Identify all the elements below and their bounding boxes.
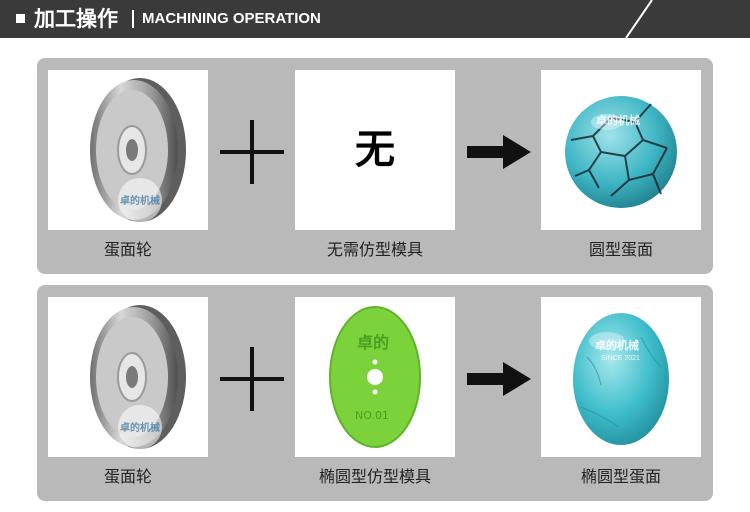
watermark-text: 卓的机械 [120,196,160,207]
mold-image-card: 无 [295,70,455,230]
result-image-card: 卓的机械 SINCE 2021 [541,297,701,457]
tool-label: 蛋面轮 [103,240,152,259]
section-header: 加工操作 MACHINING OPERATION [0,0,750,38]
oval-cabochon-image [573,313,669,445]
watermark-text: 卓的机械 [596,114,640,127]
section-title: 加工操作 [34,7,118,31]
mold-brand-text: 卓的 [357,333,390,352]
watermark-text: 卓的机械 [595,339,639,352]
arrow-right-icon [467,362,531,396]
plus-icon [220,347,284,411]
tool-label: 蛋面轮 [103,467,152,486]
mold-label: 无需仿型模具 [326,240,423,259]
section-subtitle: MACHINING OPERATION [142,10,321,27]
cabochon-wheel-image [90,305,186,449]
result-image-card: 卓的机械 [541,70,701,230]
round-cabochon-image [565,96,677,208]
process-row-round: 卓的机械 蛋面轮 无 无需仿型模具 [37,58,713,274]
mold-number-text: NO.01 [355,409,389,422]
mold-image-card: 卓的 NO.01 [295,297,455,457]
mold-label: 椭圆型仿型模具 [318,467,431,486]
arrow-right-icon [467,135,531,169]
result-label: 椭圆型蛋面 [580,467,661,486]
tool-image-card: 卓的机械 [48,70,208,230]
no-mold-text: 无 [355,127,395,173]
watermark-text: 卓的机械 [120,423,160,434]
title-divider [132,10,134,28]
slash-decoration-icon [625,0,653,38]
process-row-oval: 卓的机械 蛋面轮 卓的 NO.01 椭圆型仿型模具 [37,285,713,501]
watermark-since-text: SINCE 2021 [601,355,640,362]
cabochon-wheel-image [90,78,186,222]
tool-image-card: 卓的机械 [48,297,208,457]
square-bullet-icon [16,14,25,23]
oval-mold-image [329,306,421,448]
result-label: 圆型蛋面 [588,240,653,259]
plus-icon [220,120,284,184]
